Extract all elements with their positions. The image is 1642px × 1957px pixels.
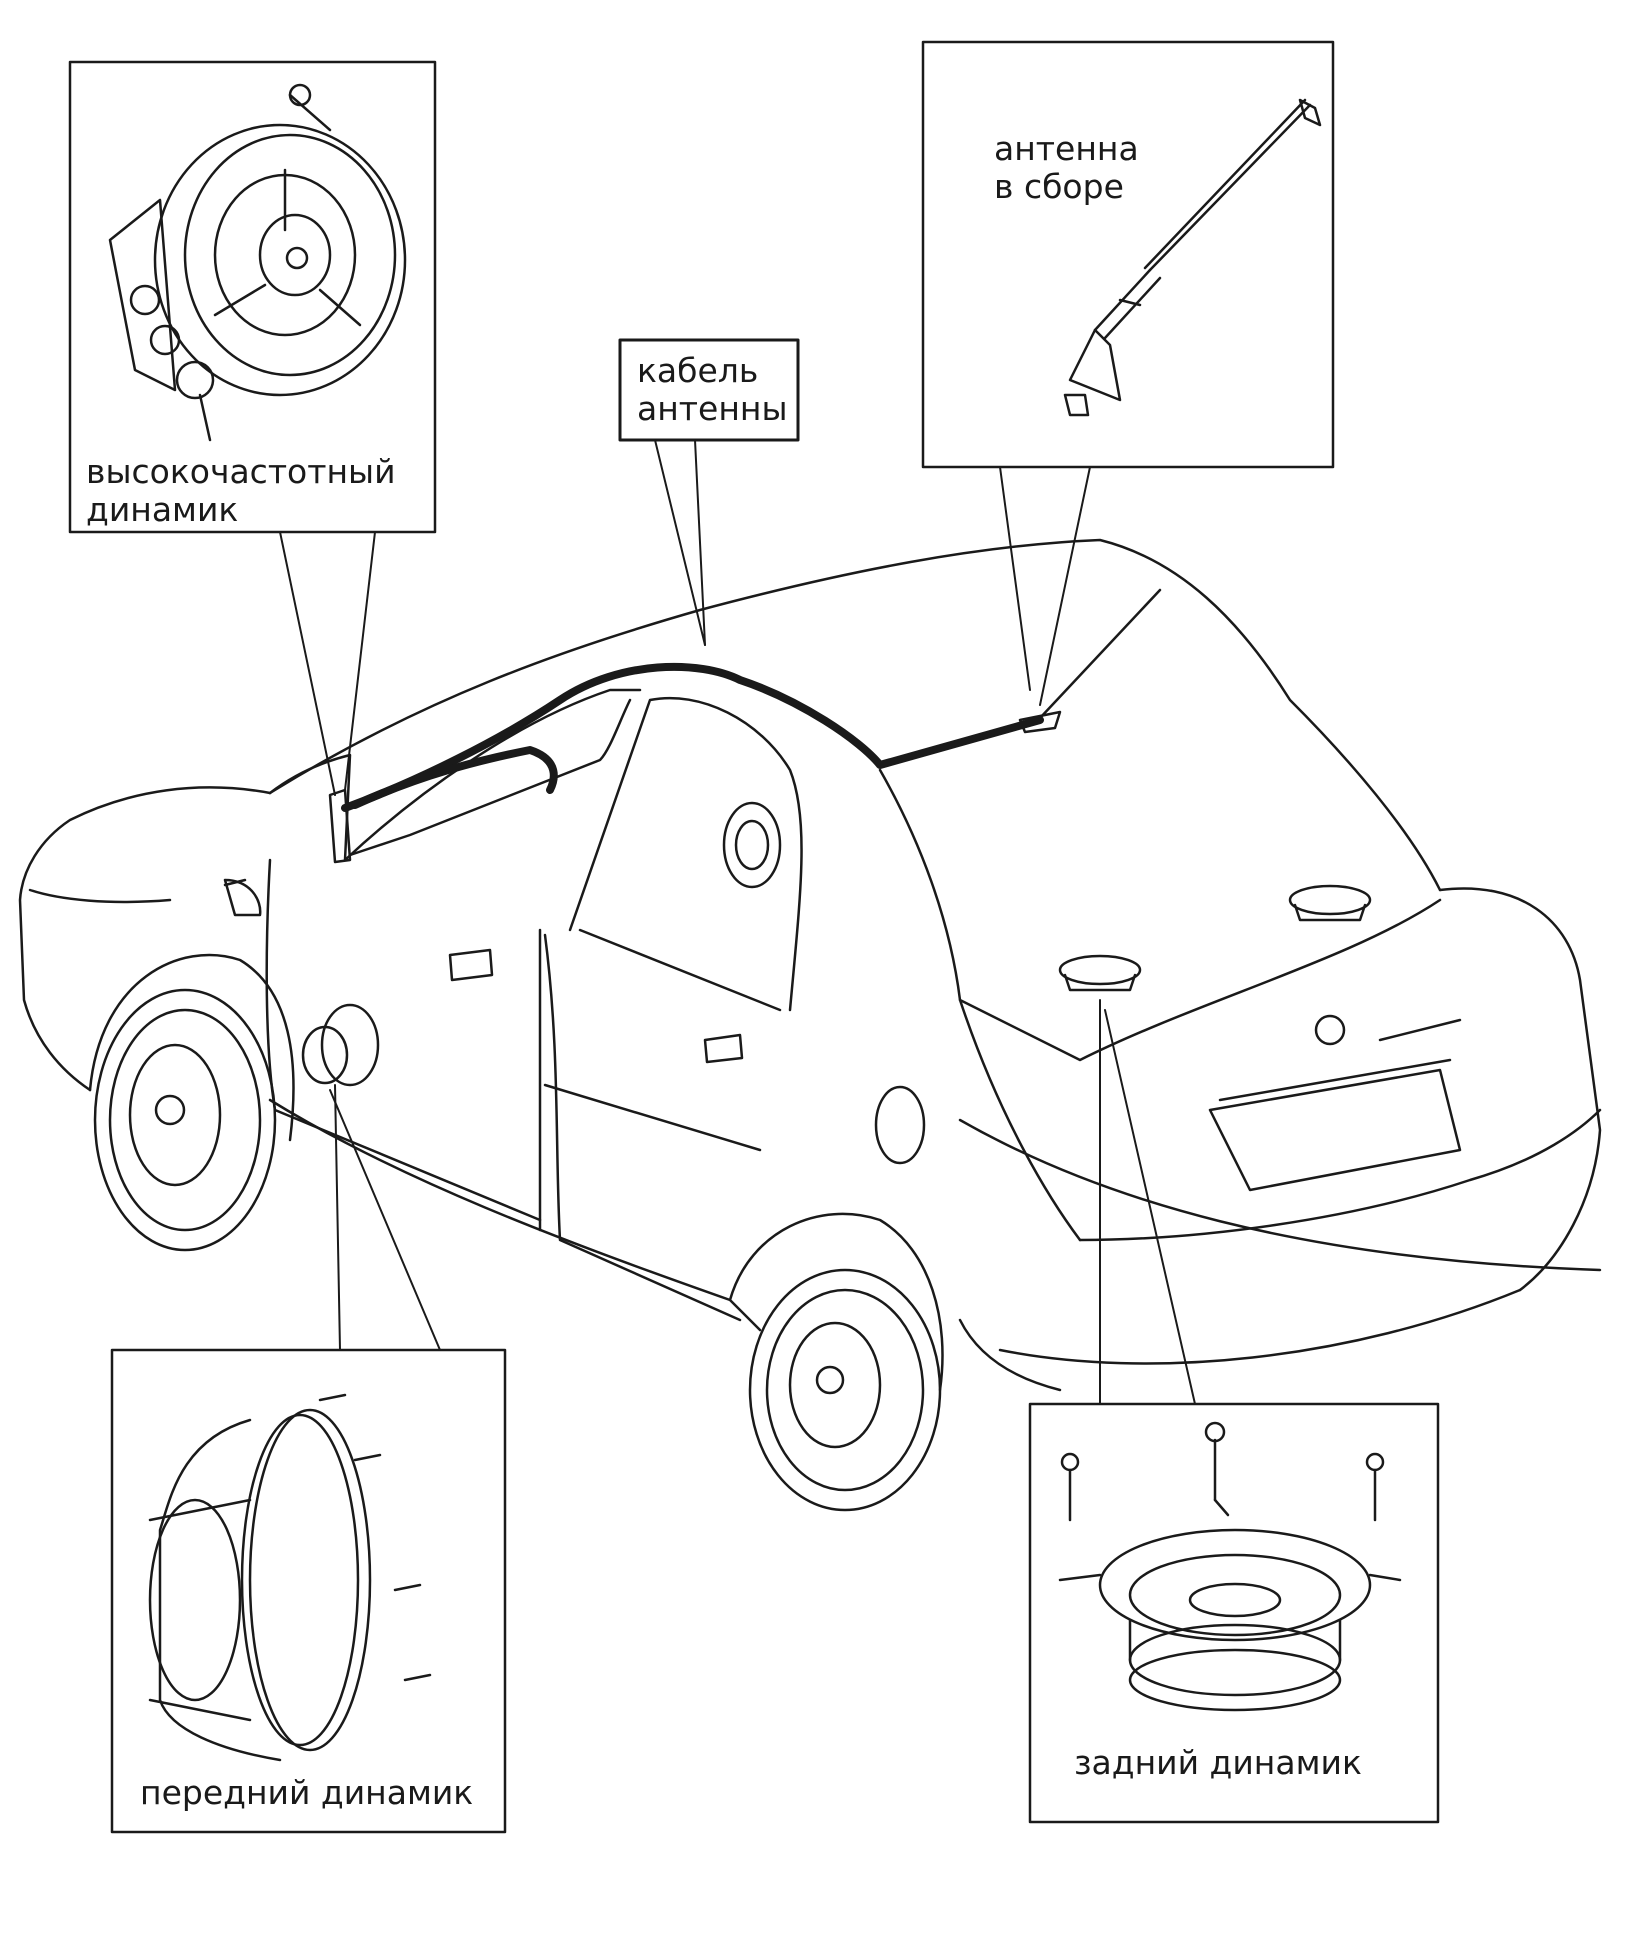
front-speaker-label-line-1: передний динамик xyxy=(140,1773,474,1812)
door-speaker-rear xyxy=(722,801,782,889)
antenna-assembly-label: антенна в сборе xyxy=(994,130,1139,206)
tweeter-label-line-1: высокочастотный xyxy=(86,452,396,491)
front-wheel xyxy=(93,988,277,1252)
tweeter-label: высокочастотный динамик xyxy=(86,453,396,529)
rear-speaker-label-line-1: задний динамик xyxy=(1074,1743,1362,1782)
rear-speaker-label: задний динамик xyxy=(1074,1744,1362,1782)
rear-speaker-callout-box xyxy=(1028,1402,1440,1824)
tweeter-callout-box xyxy=(68,60,437,534)
door-speaker-front xyxy=(301,1003,380,1087)
rear-wheel xyxy=(748,1268,942,1512)
antenna-assembly-label-line-1: антенна xyxy=(994,129,1139,168)
rear-speaker-detail-illustration xyxy=(1058,1421,1402,1712)
antenna-assembly-label-line-2: в сборе xyxy=(994,167,1124,206)
antenna-detail-illustration xyxy=(1063,98,1322,417)
front-speaker-callout-box xyxy=(110,1348,507,1834)
front-speaker-label: передний динамик xyxy=(140,1774,473,1812)
antenna-cable-label-line-2: антенны xyxy=(637,389,788,428)
tweeter-label-line-2: динамик xyxy=(86,490,239,529)
leader-lines xyxy=(279,439,1196,1405)
front-speaker-detail-illustration xyxy=(148,1393,432,1762)
antenna-cable-route xyxy=(341,662,1044,812)
antenna-cable-label: кабель антенны xyxy=(637,352,788,428)
tweeter-on-car xyxy=(328,788,352,864)
shelf-speaker-right xyxy=(1288,884,1372,922)
antenna-on-roof xyxy=(1038,588,1162,720)
cable-callout-box xyxy=(618,338,800,442)
tweeter-detail-illustration xyxy=(108,83,407,442)
shelf-speaker-left xyxy=(1058,954,1142,992)
antenna-callout-box xyxy=(921,40,1335,469)
car-body xyxy=(18,538,1602,1392)
antenna-cable-label-line-1: кабель xyxy=(637,351,759,390)
